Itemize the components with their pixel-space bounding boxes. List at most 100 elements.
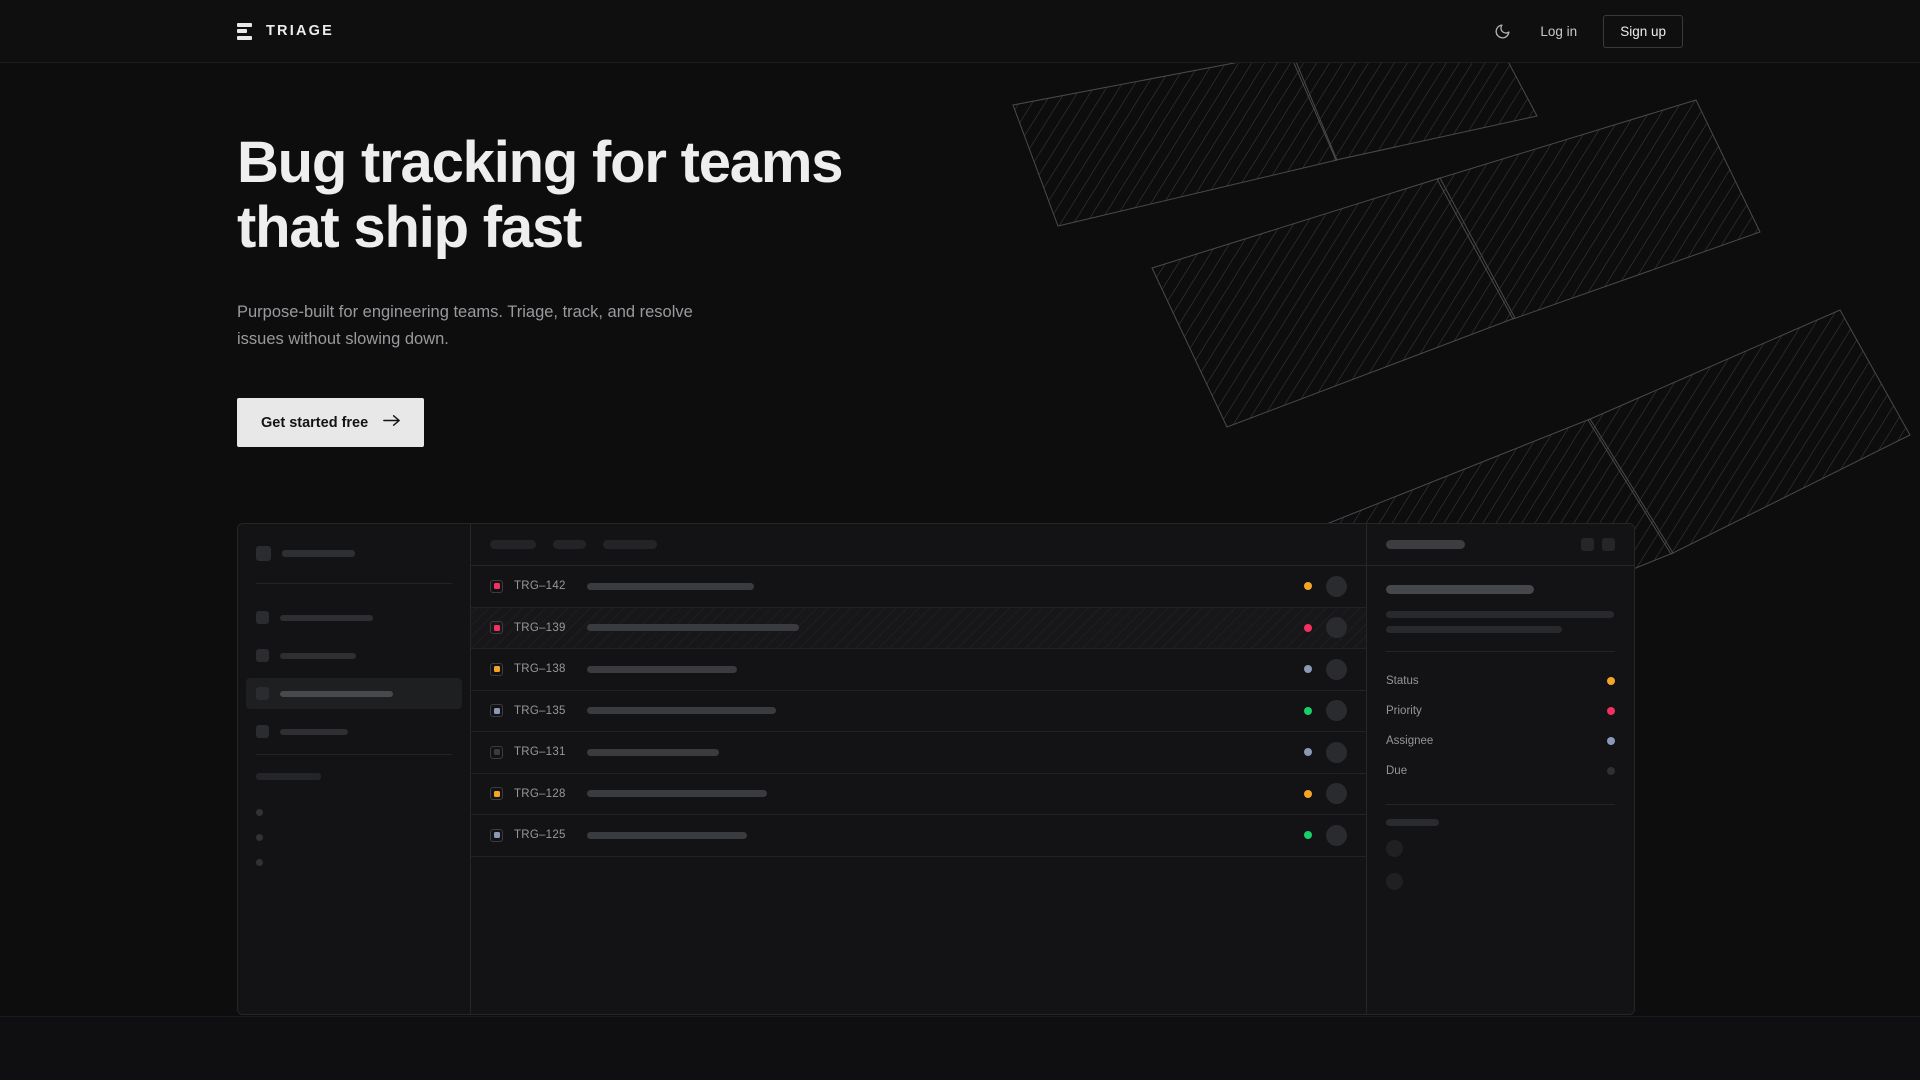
detail-field-value-dot (1607, 767, 1615, 775)
sidebar-item-label (280, 652, 356, 659)
sidebar-project-1[interactable] (256, 800, 452, 825)
avatar (1326, 658, 1347, 680)
detail-field-due[interactable]: Due (1386, 756, 1615, 786)
detail-description-line-1 (1386, 611, 1614, 618)
table-row[interactable]: TRG–138 (471, 649, 1366, 691)
sidebar-item-icon (256, 687, 269, 700)
avatar (1326, 783, 1347, 805)
brand-logo[interactable]: TRIAGE (237, 22, 334, 40)
table-row[interactable]: TRG–142 (471, 566, 1366, 608)
get-started-button[interactable]: Get started free (237, 398, 425, 448)
detail-field-priority[interactable]: Priority (1386, 696, 1615, 726)
detail-field-value-dot (1607, 677, 1615, 685)
activity-avatar-1 (1386, 840, 1403, 857)
detail-description-placeholder (1386, 611, 1615, 633)
status-badge (1304, 706, 1312, 715)
priority-icon (490, 621, 503, 635)
detail-field-status[interactable]: Status (1386, 666, 1615, 696)
issue-title-placeholder (587, 748, 719, 756)
detail-field-assignee[interactable]: Assignee (1386, 726, 1615, 756)
arrow-right-icon (383, 414, 401, 431)
login-link[interactable]: Log in (1540, 23, 1578, 39)
detail-title-placeholder (1386, 540, 1465, 549)
detail-field-label: Assignee (1386, 735, 1434, 747)
status-badge (1304, 582, 1312, 591)
sidebar-project-3[interactable] (256, 850, 452, 875)
filter-chip-3[interactable] (603, 540, 657, 549)
sidebar-item-3[interactable] (246, 678, 462, 709)
issue-title-placeholder (587, 624, 799, 632)
table-row[interactable]: TRG–135 (471, 691, 1366, 732)
headline-line-2: that ship fast (237, 194, 582, 260)
detail-field-label: Priority (1386, 705, 1422, 717)
table-row[interactable]: TRG–131 (471, 732, 1366, 774)
priority-icon (490, 787, 503, 801)
priority-icon (490, 662, 503, 676)
sidebar-project-2[interactable] (256, 825, 452, 850)
table-row[interactable]: TRG–139 (471, 607, 1366, 649)
status-badge (1304, 748, 1312, 757)
sidebar-item-label (280, 614, 373, 621)
sidebar-divider-bottom (256, 754, 452, 755)
issue-title-placeholder (587, 582, 754, 590)
mockup-sidebar (238, 524, 471, 1014)
filter-chip-2[interactable] (553, 540, 586, 549)
detail-action-2[interactable] (1602, 538, 1615, 551)
headline-line-1: Bug tracking for teams (237, 130, 843, 195)
sidebar-item-icon (256, 725, 269, 738)
detail-field-value-dot (1607, 737, 1615, 745)
footer-band (0, 1016, 1920, 1080)
issue-id: TRG–138 (514, 663, 566, 676)
avatar (1326, 700, 1347, 722)
detail-divider-bottom (1386, 804, 1615, 805)
detail-action-1[interactable] (1581, 538, 1594, 551)
sidebar-item-label (280, 690, 393, 697)
sidebar-item-4[interactable] (246, 716, 462, 747)
sidebar-item-2[interactable] (246, 640, 462, 671)
sidebar-section-label (256, 773, 321, 780)
avatar (1326, 575, 1347, 597)
hero-subhead: Purpose-built for engineering teams. Tri… (237, 302, 693, 348)
avatar (1326, 824, 1347, 846)
top-navigation-bar: TRIAGE Log in Sign up (0, 0, 1920, 63)
sidebar-item-icon (256, 649, 269, 662)
detail-field-value-dot (1607, 707, 1615, 715)
workspace-switcher[interactable] (256, 546, 452, 561)
filter-chip-1[interactable] (490, 540, 536, 549)
issue-title-placeholder (587, 707, 776, 715)
sidebar-item-icon (256, 611, 269, 624)
detail-issue-title-placeholder (1386, 585, 1534, 594)
activity-avatar-2 (1386, 873, 1403, 890)
project-dot-icon (256, 859, 263, 866)
table-row[interactable]: TRG–128 (471, 774, 1366, 815)
sidebar-nav-list (246, 602, 462, 747)
priority-icon (490, 704, 503, 718)
detail-activity-list (1386, 840, 1615, 890)
avatar (1326, 617, 1347, 639)
detail-header-actions (1581, 538, 1615, 551)
project-dot-icon (256, 809, 263, 816)
workspace-square-icon (256, 546, 271, 561)
table-row[interactable]: TRG–125 (471, 815, 1366, 857)
sidebar-project-list (256, 800, 452, 875)
project-dot-icon (256, 834, 263, 841)
priority-icon (490, 828, 503, 842)
workspace-name-placeholder (282, 550, 355, 557)
issue-title-placeholder (587, 790, 767, 798)
brand-name: TRIAGE (266, 23, 334, 39)
sidebar-item-1[interactable] (246, 602, 462, 633)
detail-field-label: Due (1386, 765, 1408, 777)
moon-icon[interactable] (1490, 19, 1514, 43)
status-badge (1304, 789, 1312, 798)
issue-list-empty-space (471, 856, 1366, 1014)
status-badge (1304, 623, 1312, 632)
signup-button[interactable]: Sign up (1603, 14, 1683, 48)
issue-id: TRG–131 (514, 746, 566, 759)
issue-id: TRG–139 (514, 621, 566, 634)
detail-field-label: Status (1386, 675, 1419, 687)
